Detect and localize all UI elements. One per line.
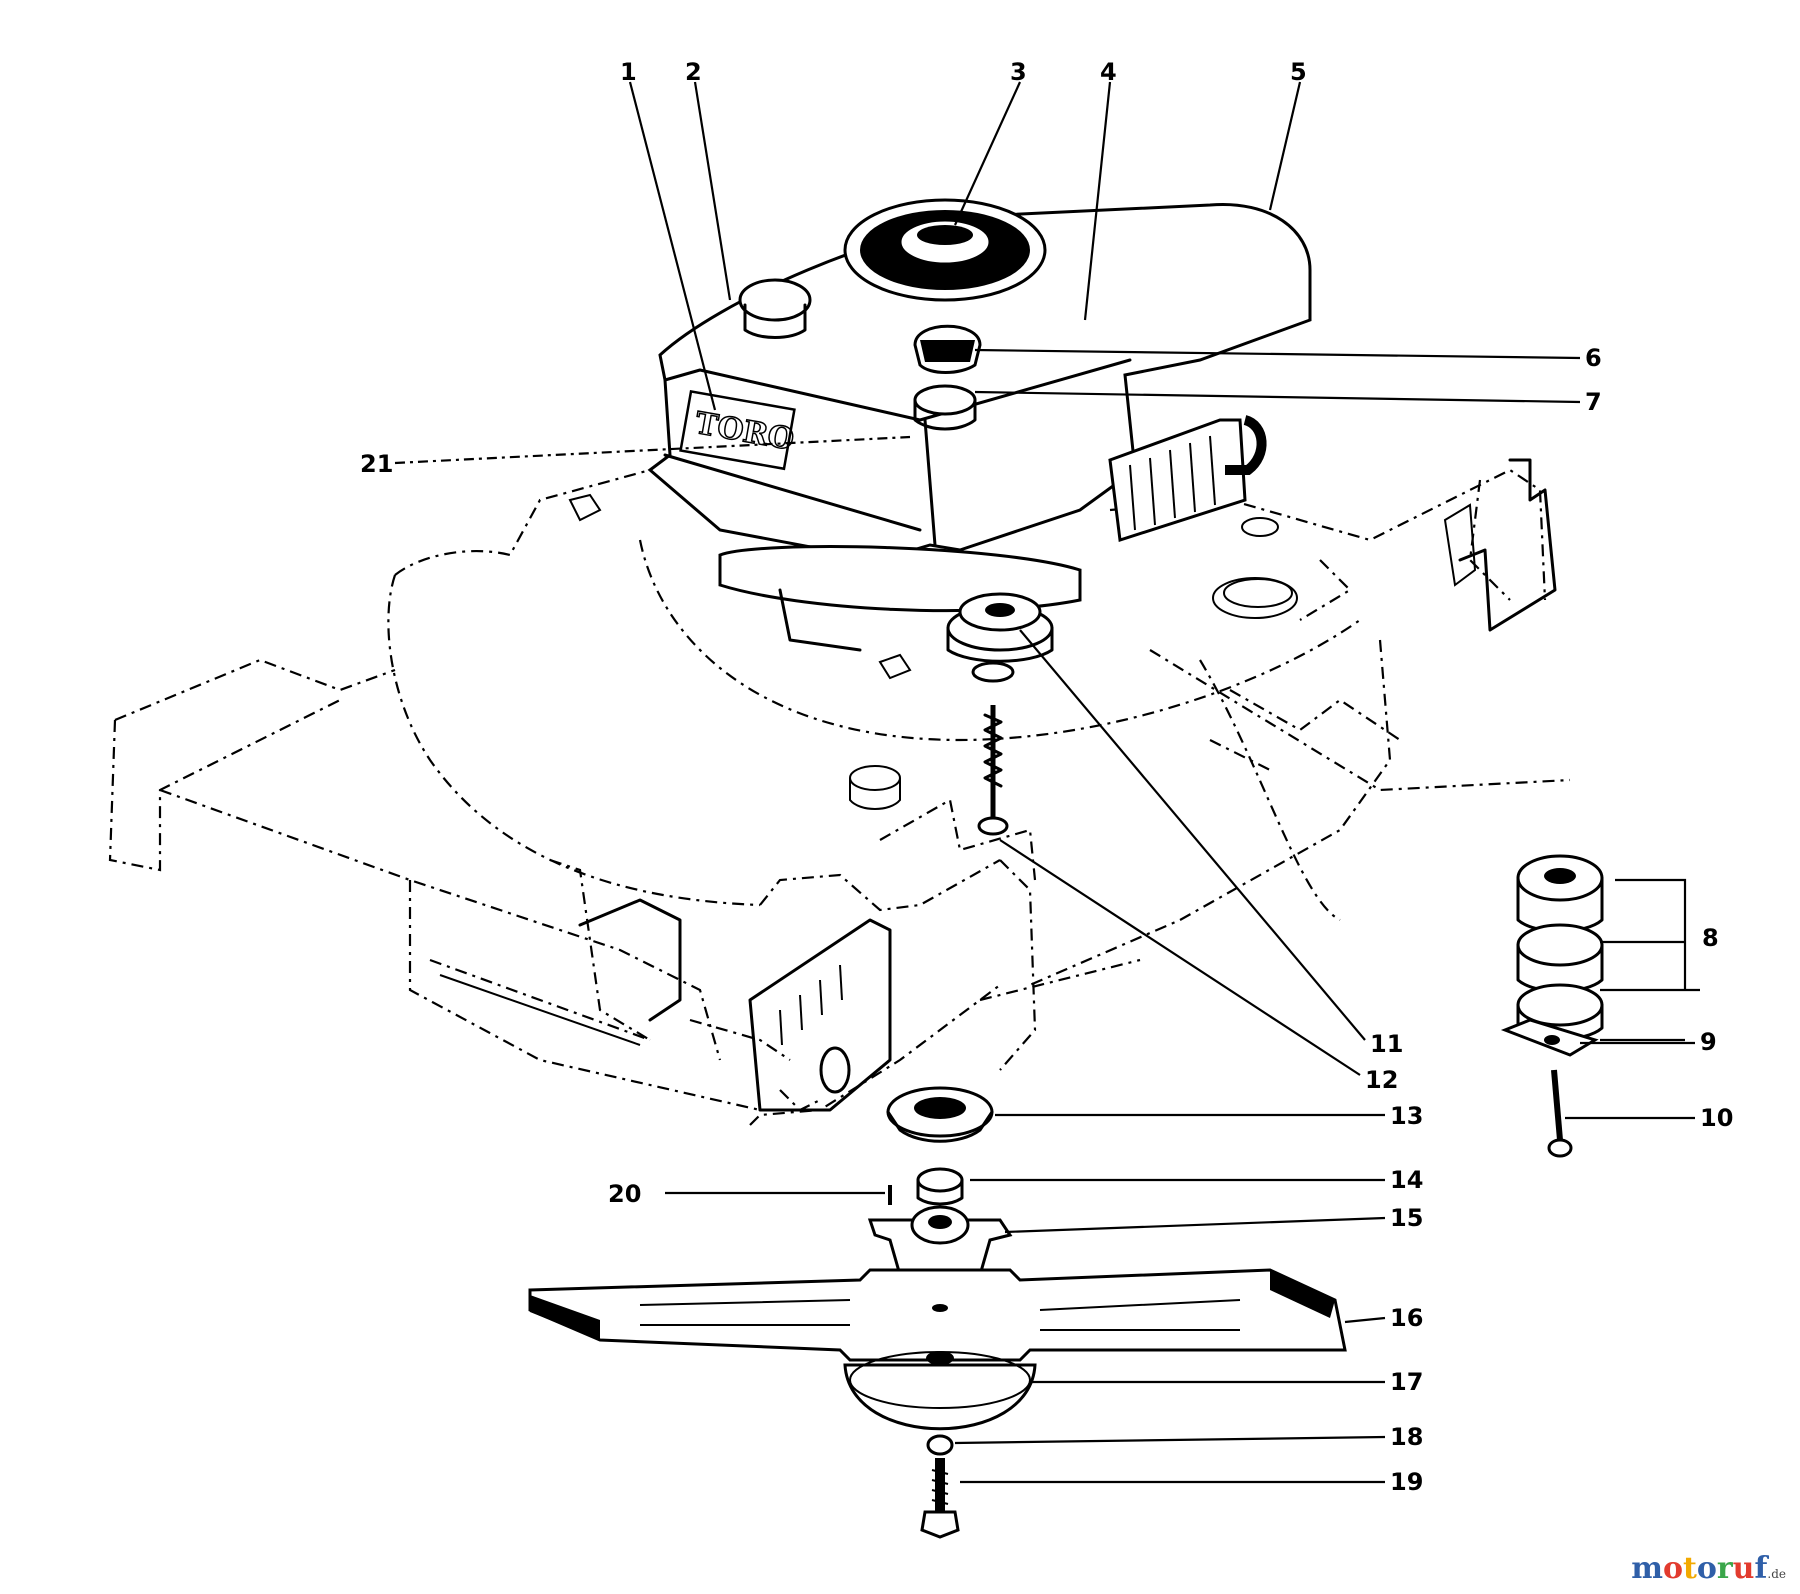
watermark-letter: m (1631, 1551, 1663, 1586)
watermark-letter: f (1754, 1551, 1768, 1586)
spark-plug-wire (1225, 415, 1267, 475)
mower-deck (108, 468, 1571, 1126)
blade-assembly (528, 1086, 1347, 1539)
washer (971, 661, 1015, 683)
deck-plug (1241, 517, 1279, 537)
callout-3: 3 (1010, 58, 1027, 86)
callout-14: 14 (1390, 1166, 1423, 1194)
watermark-letter: t (1682, 1551, 1697, 1586)
callout-19: 19 (1390, 1468, 1423, 1496)
spring (977, 705, 1009, 836)
callout-18: 18 (1390, 1423, 1423, 1451)
callout-13: 13 (1390, 1102, 1423, 1130)
callout-21: 21 (360, 450, 393, 478)
engine: TORO (647, 198, 1312, 836)
watermark-letter: u (1732, 1551, 1755, 1586)
fuel-cap (738, 278, 812, 322)
callout-20: 20 (608, 1180, 641, 1208)
engine-name-plate (679, 389, 796, 471)
callout-6: 6 (1585, 344, 1602, 372)
callout-8: 8 (1702, 924, 1719, 952)
watermark-letter: o (1662, 1551, 1683, 1586)
watermark-letter: r (1716, 1551, 1733, 1586)
leader-lines (394, 81, 1700, 1484)
callout-4: 4 (1100, 58, 1117, 86)
watermark-logo: motoruf.de (1631, 1551, 1786, 1586)
callout-1: 1 (620, 58, 637, 86)
air-cleaner (1500, 854, 1604, 1158)
deck-opening (1212, 577, 1298, 619)
oil-plug (913, 384, 977, 416)
callout-9: 9 (1700, 1028, 1717, 1056)
deck-boss (849, 765, 901, 791)
callout-5: 5 (1290, 58, 1307, 86)
callout-2: 2 (685, 58, 702, 86)
height-adjuster (439, 898, 892, 1112)
callout-16: 16 (1390, 1304, 1423, 1332)
callout-12: 12 (1365, 1066, 1398, 1094)
callout-numbers: 1 2 3 4 5 6 7 8 9 10 11 12 13 14 15 16 1… (360, 58, 1733, 1496)
callout-17: 17 (1390, 1368, 1423, 1396)
callout-7: 7 (1585, 388, 1602, 416)
callout-15: 15 (1390, 1204, 1423, 1232)
callout-10: 10 (1700, 1104, 1733, 1132)
watermark-letter: o (1696, 1551, 1717, 1586)
callout-11: 11 (1370, 1030, 1403, 1058)
watermark-suffix: .de (1767, 1567, 1786, 1581)
handle-bracket (1443, 458, 1557, 632)
